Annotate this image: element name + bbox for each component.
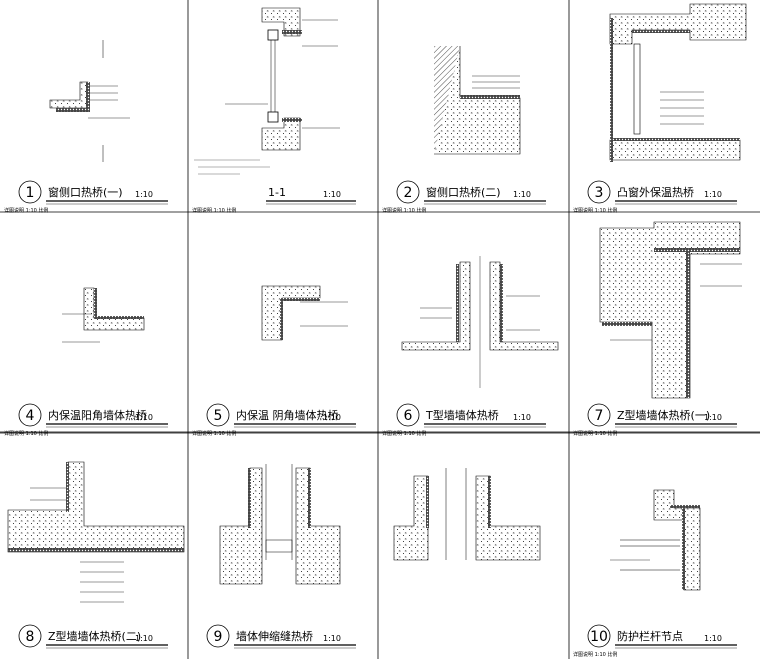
detail-number: 5 <box>214 408 223 424</box>
detail-number-circle <box>396 403 420 427</box>
detail-note: 详图说明 1:10 比例 <box>4 207 48 214</box>
detail-titles: 1 窗侧口热桥(一) 1:10 详图说明 1:10 比例 1-1 1:10 详图说明 1:1… <box>4 180 737 658</box>
detail-scale: 1:10 <box>704 190 722 199</box>
detail-title-p1b: 1-1 1:10 详图说明 1:10 比例 <box>192 186 356 214</box>
detail-drawing-1 <box>49 40 130 162</box>
detail-scale: 1:10 <box>323 190 341 199</box>
detail-title-p6: 6 T型墙墙体热桥 1:10 详图说明 1:10 比例 <box>382 403 546 437</box>
detail-drawing-4 <box>62 287 145 343</box>
detail-scale: 1:10 <box>323 413 341 422</box>
detail-scale: 1:10 <box>513 190 531 199</box>
detail-scale: 1:10 <box>135 190 153 199</box>
detail-number-circle <box>396 180 420 204</box>
detail-title-p7: 7 Z型墙墙体热桥(一)1:10 详图说明 1:10 比例 <box>573 403 737 437</box>
detail-number-circle <box>18 403 42 427</box>
detail-scale: 1:10 <box>135 634 153 643</box>
detail-scale: 1:10 <box>704 413 722 422</box>
detail-drawing-6 <box>401 256 559 388</box>
detail-number-circle <box>18 624 42 648</box>
detail-title-p11: 10 防护栏杆节点 1:10 详图说明 1:10 比例 <box>573 624 737 658</box>
detail-note: 详图说明 1:10 比例 <box>382 430 426 437</box>
detail-number: 2 <box>404 185 413 201</box>
detail-number-circle <box>206 624 230 648</box>
detail-drawing-9 <box>219 464 341 585</box>
detail-title-p1: 1 窗侧口热桥(一) 1:10 详图说明 1:10 比例 <box>4 180 168 214</box>
detail-scale: 1:10 <box>135 413 153 422</box>
detail-number: 7 <box>595 408 604 424</box>
detail-title-p3: 3 凸窗外保温热桥 1:10 详图说明 1:10 比例 <box>573 180 737 214</box>
detail-number: 9 <box>214 629 223 645</box>
detail-note: 详图说明 1:10 比例 <box>382 207 426 214</box>
detail-title: 窗侧口热桥(二) <box>426 185 501 199</box>
detail-number: 6 <box>404 408 413 424</box>
detail-title-p2: 2 窗侧口热桥(二) 1:10 详图说明 1:10 比例 <box>382 180 546 214</box>
detail-number: 4 <box>26 408 35 424</box>
detail-number-circle <box>206 403 230 427</box>
detail-scale: 1:10 <box>323 634 341 643</box>
detail-title: 凸窗外保温热桥 <box>617 185 694 199</box>
detail-number-circle <box>587 180 611 204</box>
detail-number-circle <box>587 403 611 427</box>
detail-scale: 1:10 <box>513 413 531 422</box>
detail-number-circle <box>587 624 611 648</box>
detail-drawing-3 <box>609 3 747 162</box>
detail-drawing-11 <box>610 489 701 591</box>
detail-drawing-8 <box>7 461 185 603</box>
detail-title: Z型墙墙体热桥(一) <box>617 408 710 422</box>
detail-title-p8: 8 Z型墙墙体热桥(二)1:10 <box>18 624 168 649</box>
detail-drawing-7 <box>599 221 742 399</box>
detail-note: 详图说明 1:10 比例 <box>573 207 617 214</box>
detail-number: 8 <box>26 629 35 645</box>
detail-note: 详图说明 1:10 比例 <box>4 430 48 437</box>
detail-note: 详图说明 1:10 比例 <box>573 651 617 658</box>
detail-note: 详图说明 1:10 比例 <box>192 207 236 214</box>
detail-title: 内保温 阴角墙体热桥 <box>236 408 339 422</box>
detail-title: 1-1 <box>268 186 286 199</box>
detail-number: 10 <box>590 629 608 645</box>
detail-title-p9: 9 墙体伸缩缝热桥 1:10 <box>206 624 356 649</box>
detail-title: 窗侧口热桥(一) <box>48 185 123 199</box>
detail-drawing-2 <box>434 46 521 155</box>
detail-title: Z型墙墙体热桥(二) <box>48 629 141 643</box>
detail-scale: 1:10 <box>704 634 722 643</box>
detail-title: 墙体伸缩缝热桥 <box>236 629 313 643</box>
detail-note: 详图说明 1:10 比例 <box>192 430 236 437</box>
detail-drawing-10 <box>393 468 541 561</box>
detail-drawing-5 <box>261 285 348 341</box>
detail-note: 详图说明 1:10 比例 <box>573 430 617 437</box>
detail-number-circle <box>18 180 42 204</box>
detail-title: 防护栏杆节点 <box>617 629 683 643</box>
detail-number: 3 <box>595 185 604 201</box>
detail-title: 内保温阳角墙体热桥 <box>48 408 147 422</box>
detail-number: 1 <box>26 185 35 201</box>
detail-title: T型墙墙体热桥 <box>425 408 499 422</box>
detail-drawing-1-1 <box>194 7 340 175</box>
